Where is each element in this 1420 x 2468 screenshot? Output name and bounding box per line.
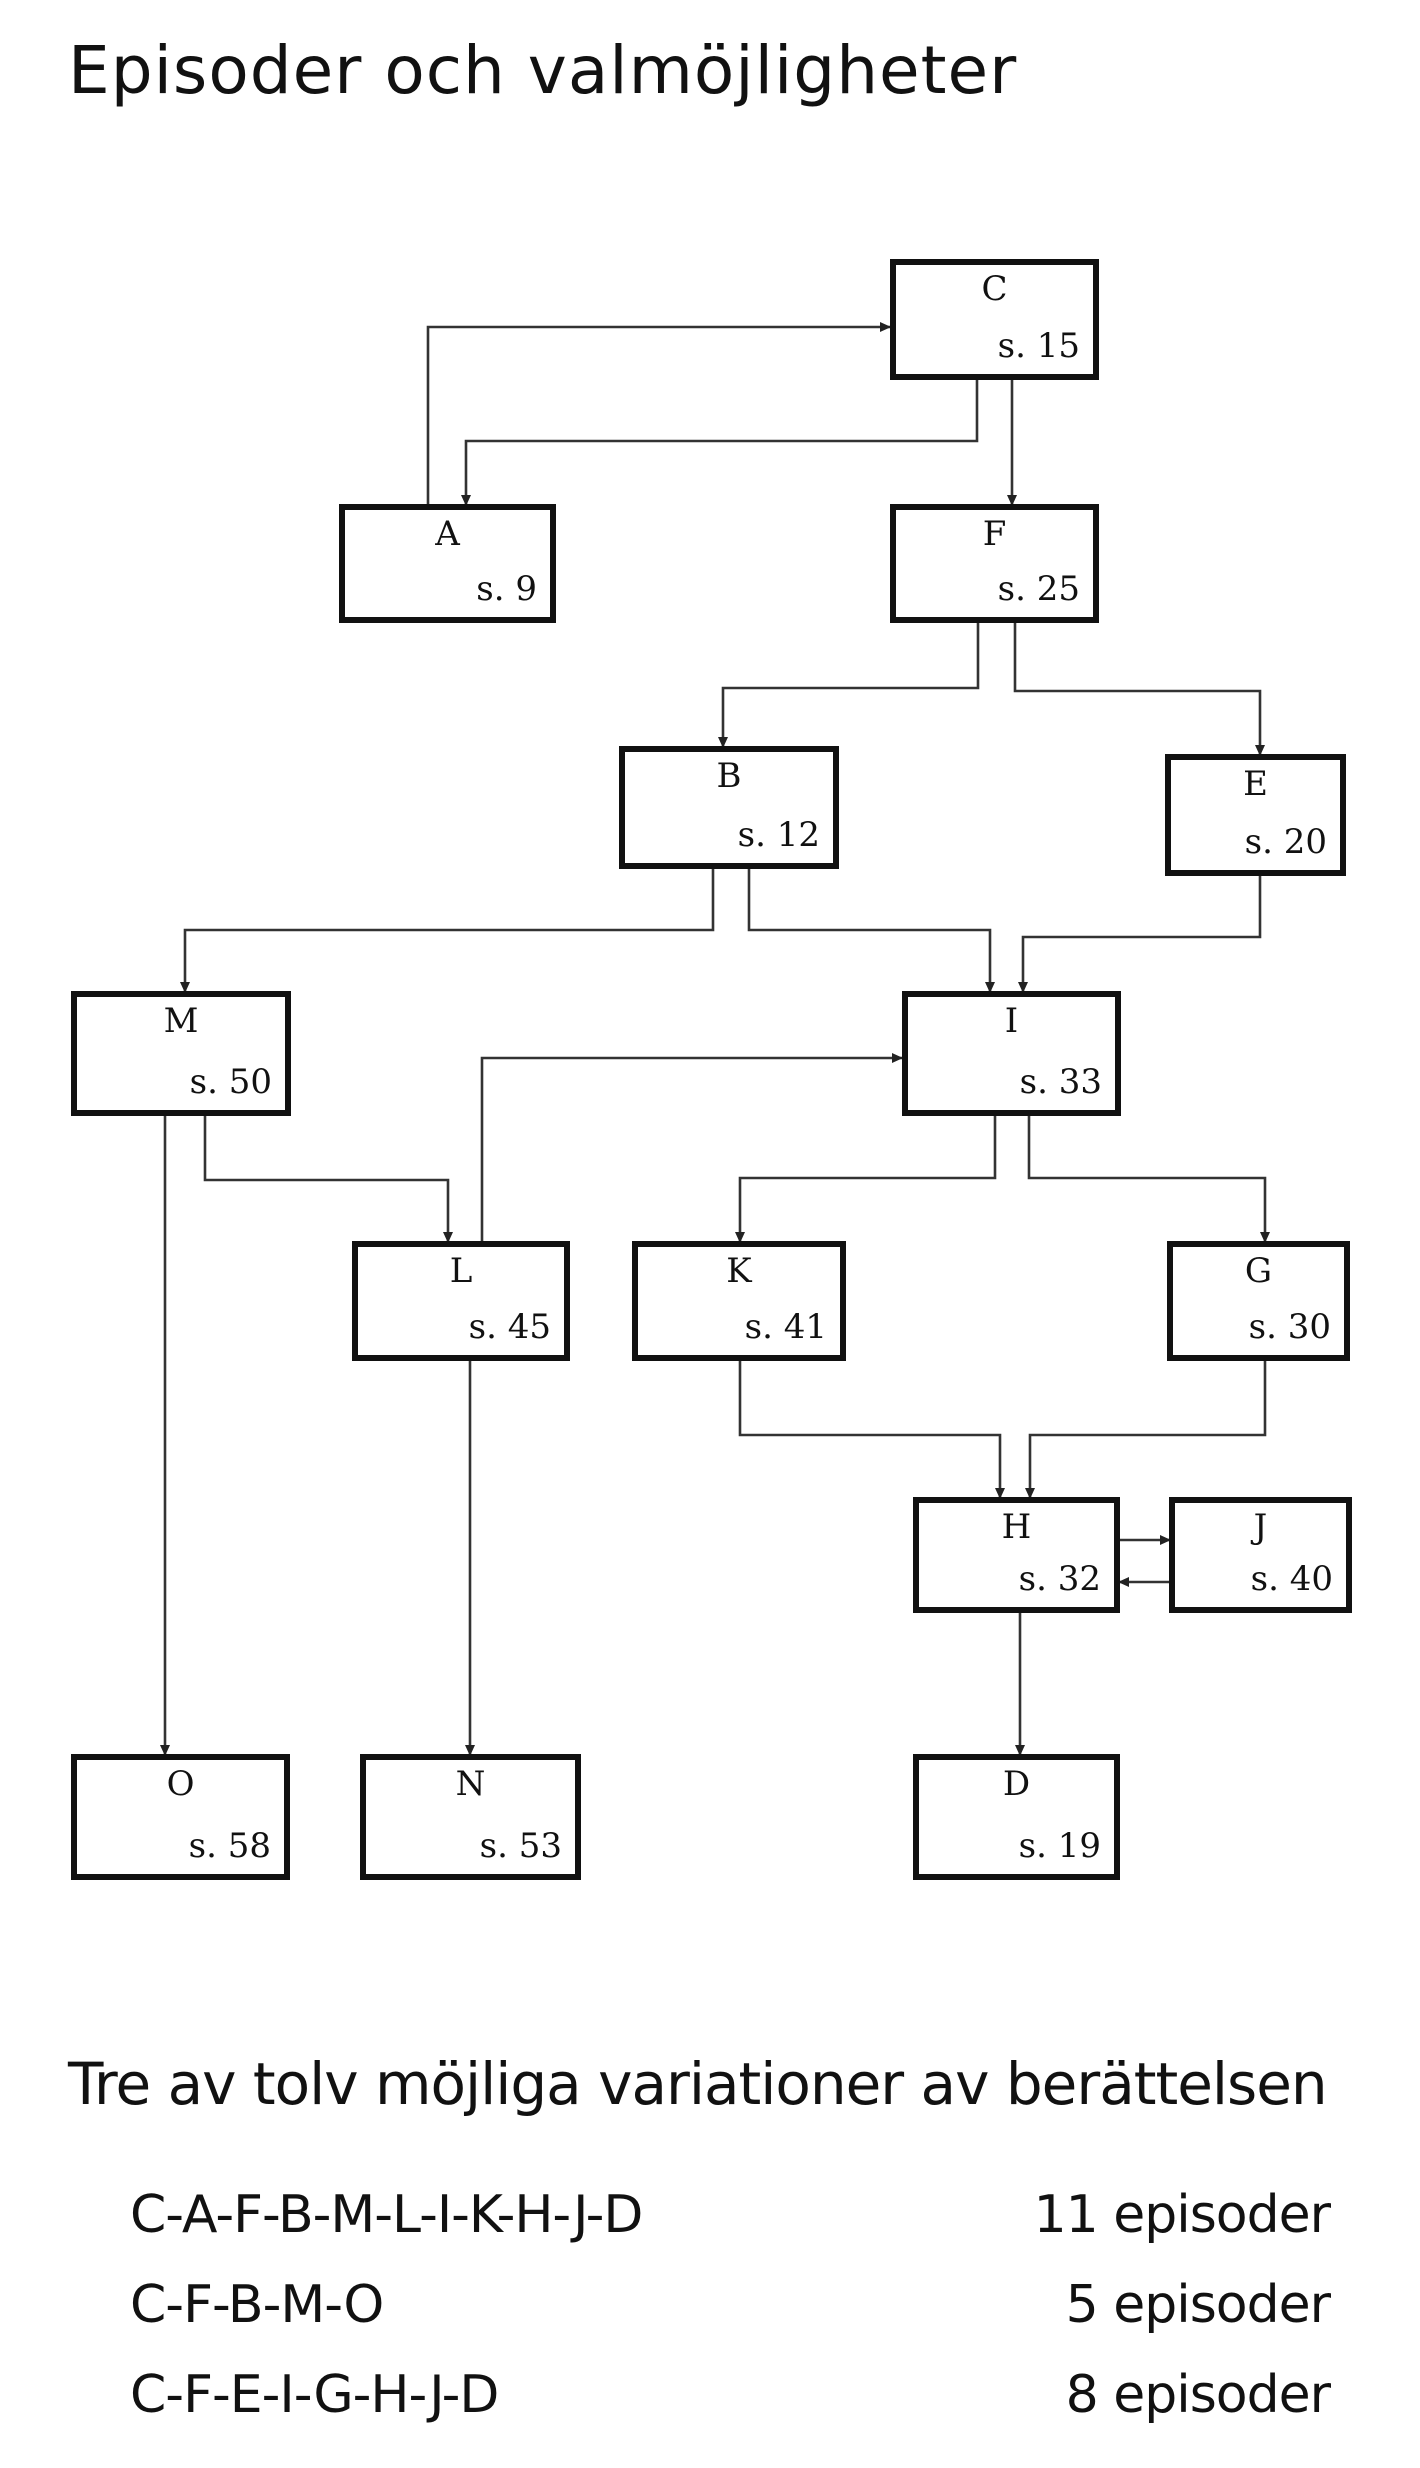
node-box [71,991,291,1116]
node-letter: M [164,1001,199,1041]
node-box [1169,1497,1352,1613]
episode-flowchart: Cs. 15 As. 9 Fs. 25 Bs. 12 Es. 20 Ms. 50 Is. 3… [71,259,1352,1880]
node-page: s. 33 [1020,1062,1102,1102]
edge-g-to-h [1025,1358,1267,1499]
node-h: Hs. 32 [913,1497,1120,1613]
node-page: s. 45 [469,1307,551,1347]
node-letter: G [1245,1251,1272,1291]
node-letter: K [726,1251,752,1291]
node-page: s. 30 [1249,1307,1331,1347]
node-box [1167,1241,1350,1361]
route-path: C-F-E-I-G-H-J-D [130,2365,499,2425]
edge-k-to-h [738,1358,1005,1499]
edge-i-to-g [1027,1113,1270,1243]
node-page: s. 19 [1019,1826,1101,1866]
edge-l-to-i [480,1053,903,1244]
edge-a-to-c [426,322,891,507]
edge-b-to-m [180,866,715,993]
node-box [619,746,839,869]
node-f: Fs. 25 [890,504,1099,623]
node-n: Ns. 53 [360,1754,581,1880]
node-letter: A [434,514,460,554]
node-box [352,1241,570,1361]
node-e: Es. 20 [1165,754,1346,876]
edge-i-to-k [735,1113,997,1243]
node-page: s. 53 [480,1826,562,1866]
route-row: C-F-B-M-O 5 episoder [130,2275,1331,2345]
node-page: s. 12 [738,815,820,855]
node-page: s. 41 [745,1307,827,1347]
node-page: s. 20 [1245,822,1327,862]
node-page: s. 50 [190,1062,272,1102]
node-j: Js. 40 [1169,1497,1352,1613]
node-page: s. 58 [189,1826,271,1866]
node-m: Ms. 50 [71,991,291,1116]
route-episode-count: 11 episoder [1033,2185,1331,2245]
route-row: C-A-F-B-M-L-I-K-H-J-D 11 episoder [130,2185,1331,2255]
node-page: s. 9 [476,569,537,609]
nodes: Cs. 15 As. 9 Fs. 25 Bs. 12 Es. 20 Ms. 50 Is. 3… [71,259,1352,1880]
node-page: s. 40 [1251,1559,1333,1599]
node-page: s. 25 [998,569,1080,609]
node-letter: F [983,514,1007,554]
node-box [71,1754,290,1880]
route-episode-count: 8 episoder [1065,2365,1331,2425]
edge-b-to-i [747,866,995,993]
node-box [890,504,1099,623]
node-b: Bs. 12 [619,746,839,869]
node-letter: J [1251,1507,1268,1547]
node-o: Os. 58 [71,1754,290,1880]
node-k: Ks. 41 [632,1241,846,1361]
node-page: s. 15 [998,326,1080,366]
page-title: Episoder och valmöjligheter [68,32,1018,109]
node-g: Gs. 30 [1167,1241,1350,1361]
node-box [890,259,1099,380]
edge-e-to-i [1018,873,1262,993]
node-c: Cs. 15 [890,259,1099,380]
node-box [902,991,1121,1116]
edge-c-to-a [461,377,979,506]
node-letter: N [456,1764,486,1804]
node-box [913,1754,1120,1880]
node-box [360,1754,581,1880]
node-letter: C [981,269,1007,309]
node-letter: E [1243,764,1268,804]
node-box [1165,754,1346,876]
node-page: s. 32 [1019,1559,1101,1599]
node-a: As. 9 [339,504,556,623]
route-path: C-F-B-M-O [130,2275,384,2335]
edge-f-to-e [1013,620,1265,756]
route-row: C-F-E-I-G-H-J-D 8 episoder [130,2365,1331,2435]
route-episode-count: 5 episoder [1065,2275,1331,2335]
node-box [632,1241,846,1361]
edges [160,322,1270,1756]
node-letter: H [1002,1507,1032,1547]
node-letter: I [1005,1001,1018,1041]
node-i: Is. 33 [902,991,1121,1116]
route-path: C-A-F-B-M-L-I-K-H-J-D [130,2185,643,2245]
node-d: Ds. 19 [913,1754,1120,1880]
routes-heading: Tre av tolv möjliga variationer av berät… [68,2050,1328,2118]
node-letter: B [717,756,742,796]
edge-m-to-l [203,1113,453,1243]
node-l: Ls. 45 [352,1241,570,1361]
edge-f-to-b [718,620,980,748]
node-box [913,1497,1120,1613]
node-letter: L [450,1251,473,1291]
node-letter: O [167,1764,195,1804]
node-box [339,504,556,623]
node-letter: D [1003,1764,1030,1804]
